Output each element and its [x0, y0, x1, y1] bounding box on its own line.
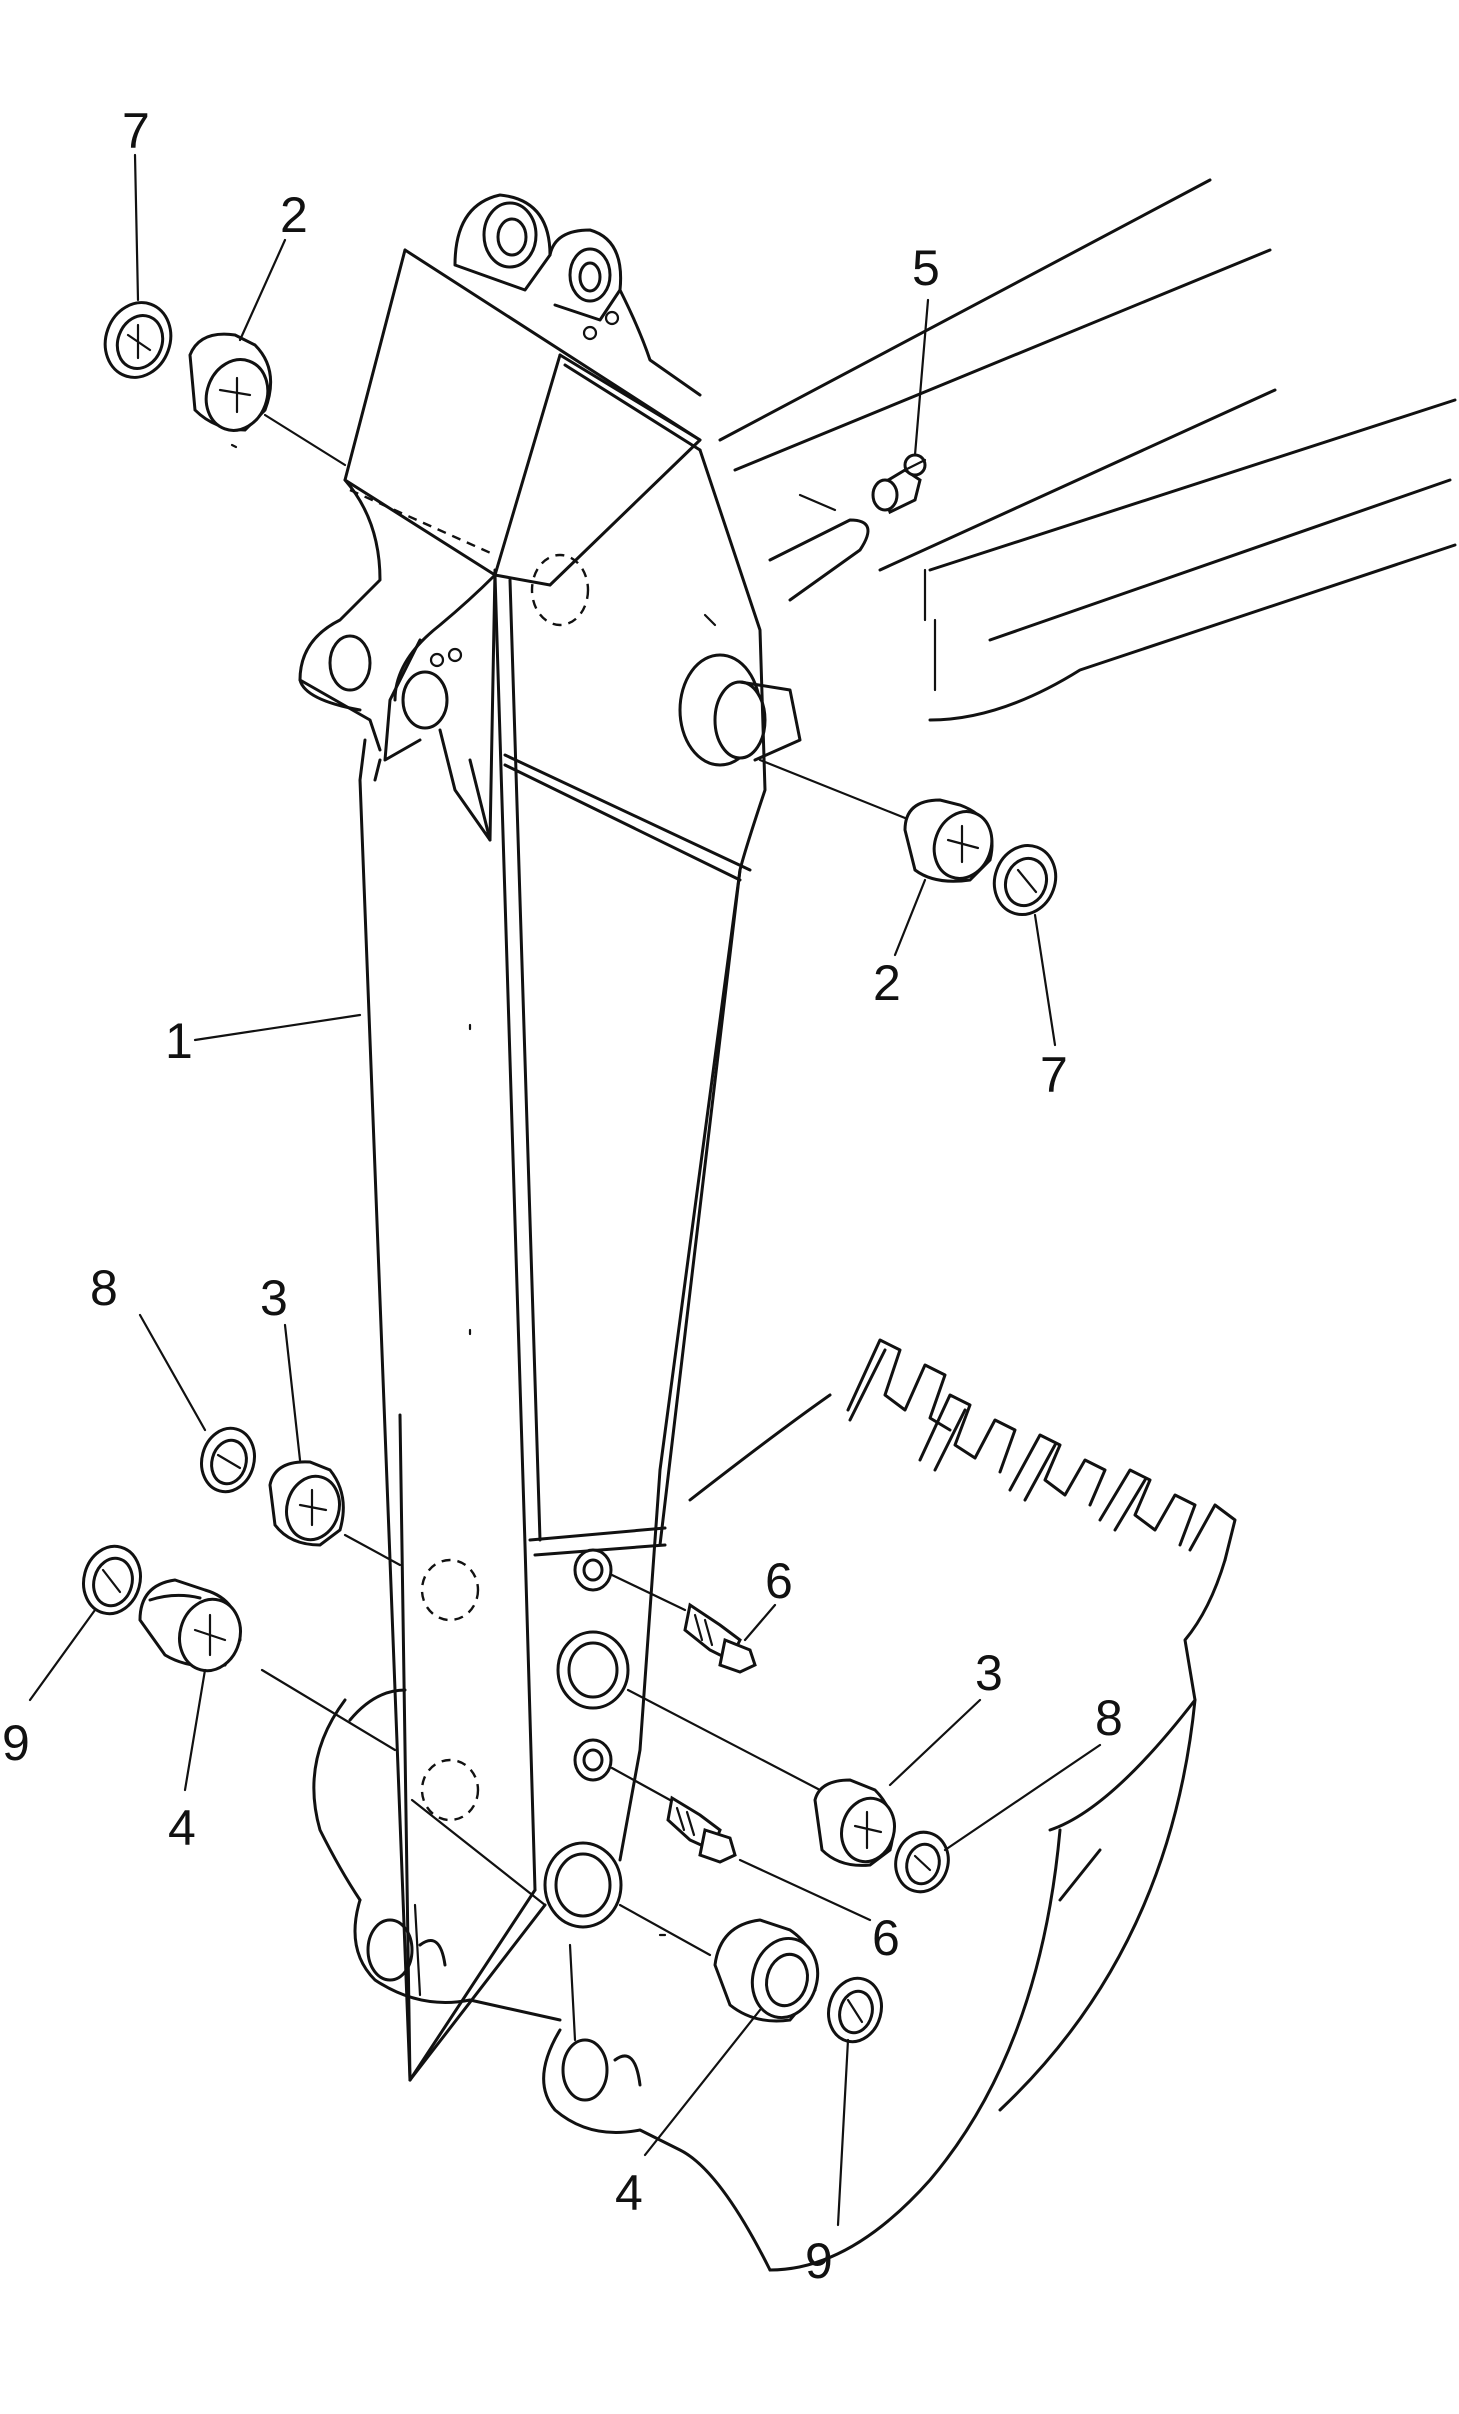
callout-2: 2 [280, 187, 308, 243]
bolt [683, 1602, 757, 1674]
arm-body [298, 193, 767, 2082]
seal-ring [82, 1544, 142, 1616]
callout-8: 8 [90, 1260, 118, 1316]
flanged-bushing [138, 1578, 242, 1673]
leader-line [230, 443, 238, 449]
bushing [813, 1778, 896, 1867]
leader-line [626, 1688, 822, 1792]
seal-ring [200, 1426, 256, 1494]
callout-6: 6 [872, 1910, 900, 1966]
callout-1: 1 [165, 1013, 193, 1069]
leader-line [738, 1858, 872, 1922]
callout-9: 9 [805, 2233, 833, 2289]
leader-line [618, 1903, 712, 1957]
flanged-bushing [713, 1918, 820, 2023]
callout-3: 3 [975, 1645, 1003, 1701]
bucket-outline [312, 1338, 1237, 2272]
bushing [188, 332, 273, 432]
seal-ring [827, 1976, 883, 2044]
seal-ring [992, 844, 1058, 916]
callout-labels: 7 2 5 2 7 1 8 3 9 4 6 3 8 6 4 9 [2, 103, 1123, 2289]
bolt [666, 1795, 737, 1864]
callout-7: 7 [1040, 1047, 1068, 1103]
seal-ring [894, 1830, 950, 1894]
callout-2: 2 [873, 955, 901, 1011]
callout-leaders [28, 153, 1102, 2227]
seal-ring [103, 301, 173, 379]
callout-4: 4 [615, 2165, 643, 2221]
callout-3: 3 [260, 1270, 288, 1326]
callout-9: 9 [2, 1715, 30, 1771]
callout-5: 5 [912, 240, 940, 296]
callout-4: 4 [168, 1800, 196, 1856]
callout-6: 6 [765, 1553, 793, 1609]
leader-line [610, 1766, 672, 1802]
leader-line [263, 413, 347, 467]
leader-line [260, 1668, 397, 1752]
leader-line [610, 1573, 687, 1612]
bushing [268, 1460, 345, 1547]
boom-outline [678, 178, 1457, 767]
grease-fitting [871, 453, 927, 515]
leader-line [758, 758, 912, 822]
callout-7: 7 [122, 103, 150, 159]
leader-line [343, 1533, 402, 1567]
callout-8: 8 [1095, 1690, 1123, 1746]
bushing [903, 798, 994, 883]
